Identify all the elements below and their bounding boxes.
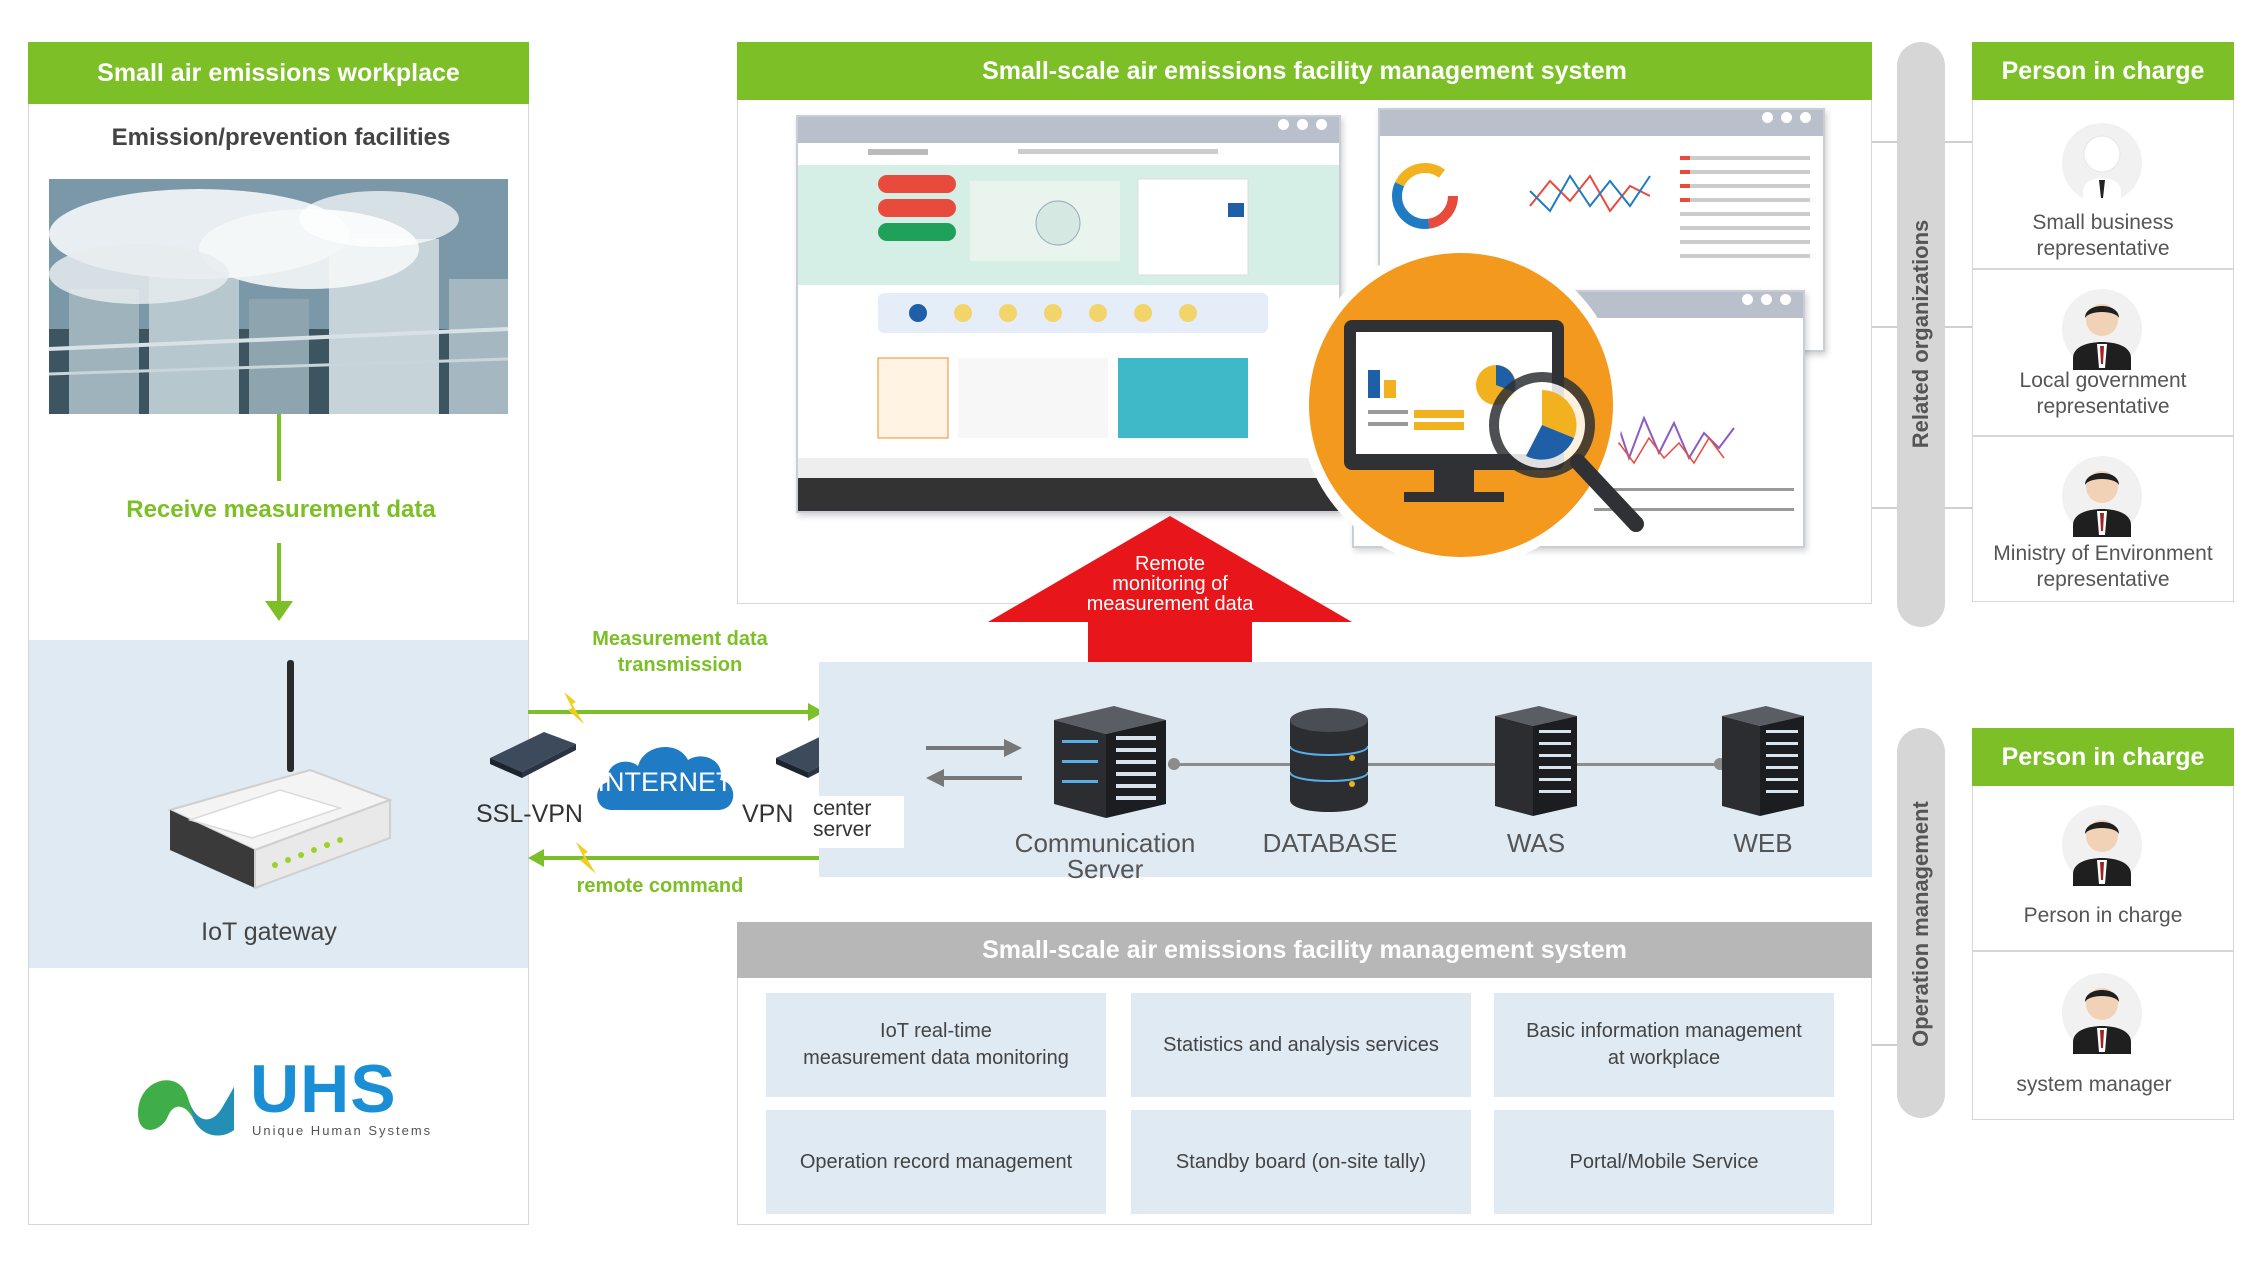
workplace-title: Small air emissions workplace: [28, 42, 529, 104]
gateway-label: IoT gateway: [201, 918, 337, 946]
feature-standby-board: Standby board (on-site tally): [1131, 1110, 1471, 1214]
uhs-logo-brand: UHS: [250, 1051, 397, 1127]
avatar-person-in-charge: [2061, 804, 2143, 886]
was-label: WAS: [1506, 828, 1566, 858]
database-label: DATABASE: [1262, 828, 1398, 858]
person-system-manager: system manager: [2016, 1073, 2172, 1096]
related-connector-5: [1945, 326, 1972, 328]
person-ministry-environment: Ministry of Environment representative: [1993, 542, 2213, 591]
related-connector-3: [1872, 507, 1897, 509]
avatar-local-government: [2061, 288, 2143, 370]
web-label: WEB: [1733, 828, 1793, 858]
remote-monitoring-arrow: [988, 516, 1352, 688]
ssl-vpn-device-icon: [486, 728, 578, 778]
avatar-system-manager: [2061, 972, 2143, 1054]
internet-cloud-icon: [592, 738, 738, 812]
receive-arrow: [265, 543, 293, 623]
database-icon: [1289, 708, 1369, 812]
remote-command-label: remote command: [576, 875, 744, 897]
monitoring-badge-icon: [1296, 240, 1676, 570]
related-connector-1: [1872, 141, 1897, 143]
communication-server-label: Communication Server: [1014, 828, 1196, 884]
feature-iot-monitoring: IoT real-time measurement data monitorin…: [766, 993, 1106, 1097]
related-organizations-label: Related organizations: [1908, 219, 1933, 449]
router-icon: [160, 660, 400, 910]
feature-operation-record: Operation record management: [766, 1110, 1106, 1214]
feature-statistics: Statistics and analysis services: [1131, 993, 1471, 1097]
transmission-arrow: [528, 690, 824, 730]
facility-photo: [49, 179, 508, 414]
related-connector-6: [1945, 507, 1972, 509]
communication-server-icon: [1054, 706, 1166, 818]
avatar-ministry-environment: [2061, 455, 2143, 537]
system-bottom-title: Small-scale air emissions facility manag…: [737, 922, 1872, 978]
center-server-label-box: [808, 796, 904, 848]
transmission-label: Measurement data transmission: [592, 628, 768, 676]
related-connector-2: [1872, 326, 1897, 328]
sync-arrows-icon: [926, 732, 1022, 792]
portal-window-bar: [798, 117, 1339, 143]
feature-basic-info: Basic information management at workplac…: [1494, 993, 1834, 1097]
remote-monitoring-label: Remote monitoring of measurement data: [1086, 553, 1254, 615]
receive-data-label: Receive measurement data: [126, 496, 436, 523]
server-connector-line: [1168, 763, 1726, 766]
dashboard-window-bar-1: [1380, 110, 1823, 136]
operation-management-pill: [1897, 728, 1945, 1118]
related-divider-1: [1972, 268, 2234, 270]
operation-connector-1: [1872, 1044, 1897, 1046]
avatar-small-business: [2061, 122, 2143, 204]
center-server-label: center server: [813, 797, 872, 841]
vpn-label: VPN: [742, 800, 794, 828]
server-connector-dot-1: [1168, 758, 1180, 770]
operation-management-label: Operation management: [1908, 801, 1933, 1047]
person-local-government: Local government representative: [2019, 369, 2187, 418]
receive-connector-line: [277, 414, 281, 481]
related-divider-2: [1972, 435, 2234, 437]
feature-portal-mobile: Portal/Mobile Service: [1494, 1110, 1834, 1214]
facilities-label: Emission/prevention facilities: [111, 124, 451, 151]
operation-title: Person in charge: [1972, 728, 2234, 786]
remote-command-arrow: [528, 840, 824, 880]
portal-screenshot: [796, 115, 1341, 513]
person-in-charge: Person in charge: [2023, 904, 2183, 927]
system-top-title: Small-scale air emissions facility manag…: [737, 42, 1872, 100]
uhs-logo-tagline: Unique Human Systems: [252, 1123, 433, 1138]
was-server-icon: [1495, 706, 1577, 816]
related-organizations-pill: [1897, 42, 1945, 627]
web-server-icon: [1722, 706, 1804, 816]
internet-label: INTERNET: [597, 767, 733, 797]
related-title: Person in charge: [1972, 42, 2234, 100]
ssl-vpn-label: SSL-VPN: [476, 800, 583, 828]
operation-divider-1: [1972, 950, 2234, 952]
uhs-logo: [130, 1058, 450, 1148]
person-small-business: Small business representative: [2032, 211, 2174, 260]
related-connector-4: [1945, 141, 1972, 143]
